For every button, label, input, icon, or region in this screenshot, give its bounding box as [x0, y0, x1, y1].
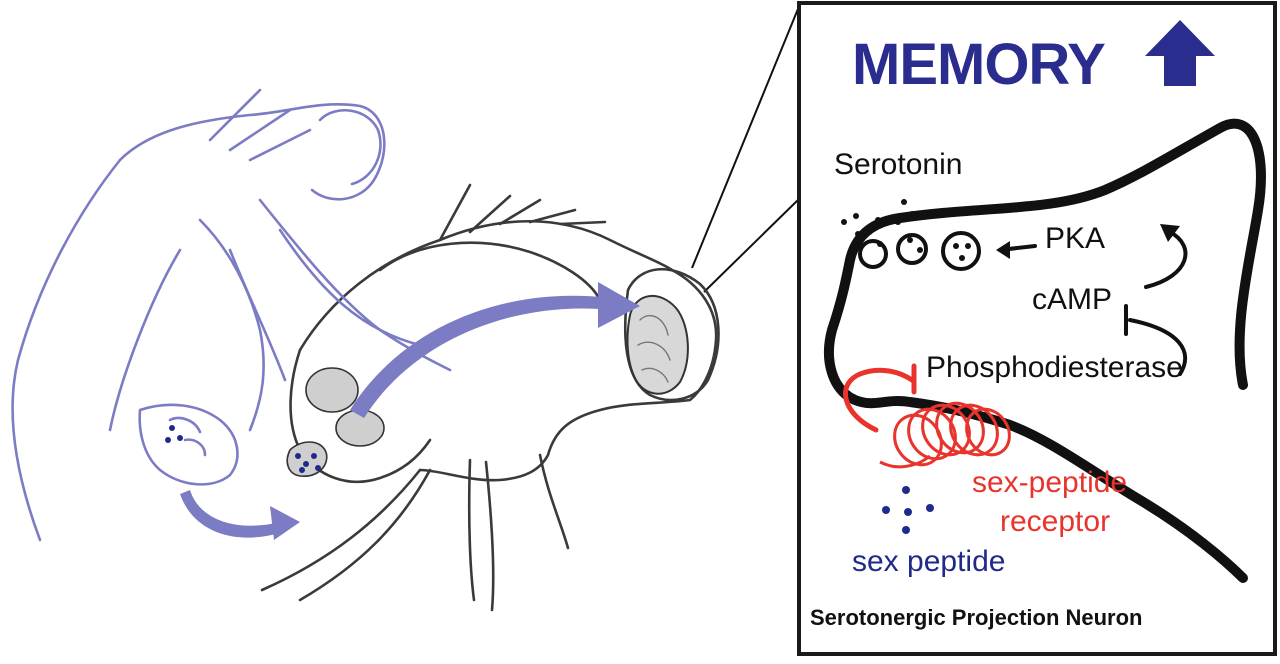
- female-organ-dots: [165, 425, 183, 443]
- serotonin-dots: [841, 199, 971, 261]
- receptor-inhibition: [842, 363, 917, 433]
- male-fly: [260, 183, 720, 612]
- sex-peptide-label: sex peptide: [852, 545, 1006, 578]
- female-fly: [11, 88, 452, 542]
- female-leg-1: [258, 198, 452, 372]
- male-leg-1: [467, 458, 476, 602]
- inset-frame: [797, 1, 1277, 656]
- arrow-to-head: [350, 295, 612, 418]
- camp-to-pka-arrow: [1144, 230, 1188, 289]
- female-abdomen-line: [198, 218, 265, 432]
- male-body-outline: [298, 219, 718, 482]
- male-eye-texture: [637, 315, 671, 383]
- zoom-lines: [691, 3, 801, 293]
- female-leg-3: [228, 248, 287, 382]
- arrow-transfer-bottom: [180, 490, 283, 538]
- male-leg-4: [298, 468, 432, 602]
- memory-up-arrow: [1145, 20, 1215, 86]
- male-abdomen: [289, 348, 432, 483]
- arrow-transfer-bottom-tip: [270, 506, 300, 540]
- male-leg-2: [484, 460, 495, 612]
- sex-peptide-receptor-label-line1: sex-peptide: [972, 466, 1128, 499]
- camp-label: cAMP: [1032, 283, 1113, 316]
- female-eye-outline: [318, 109, 382, 186]
- phosphodiesterase-label: Phosphodiesterase: [926, 351, 1183, 384]
- female-leg-2: [278, 228, 422, 347]
- female-head-thorax: [118, 103, 386, 201]
- male-wing: [378, 241, 602, 302]
- pka-label: PKA: [1045, 222, 1106, 255]
- pathway-arrowheads: [996, 224, 1180, 259]
- male-leg-5: [538, 453, 570, 550]
- female-leg-4: [108, 248, 182, 432]
- serotonin-label: Serotonin: [834, 148, 963, 181]
- transfer-arrows: [180, 282, 640, 540]
- female-abdomen-tip: [138, 403, 239, 486]
- pde-inhibits-camp: [1128, 318, 1188, 376]
- neuron-membrane: [824, 118, 1266, 583]
- vesicles: [858, 231, 981, 271]
- neuron-caption: Serotonergic Projection Neuron: [810, 605, 1143, 630]
- memory-title: MEMORY: [852, 32, 1106, 97]
- female-bristles: [208, 88, 312, 162]
- sex-peptide-receptor-label-line2: receptor: [1000, 505, 1111, 538]
- male-leg-3: [260, 468, 422, 592]
- male-organ-dots: [295, 453, 321, 473]
- female-wing: [11, 158, 122, 542]
- arrow-to-head-tip: [598, 282, 640, 328]
- sex-peptide-dots: [882, 486, 934, 534]
- sex-peptide-receptor: [879, 401, 1011, 469]
- female-organ-coil: [168, 416, 207, 457]
- male-bristles: [438, 183, 607, 242]
